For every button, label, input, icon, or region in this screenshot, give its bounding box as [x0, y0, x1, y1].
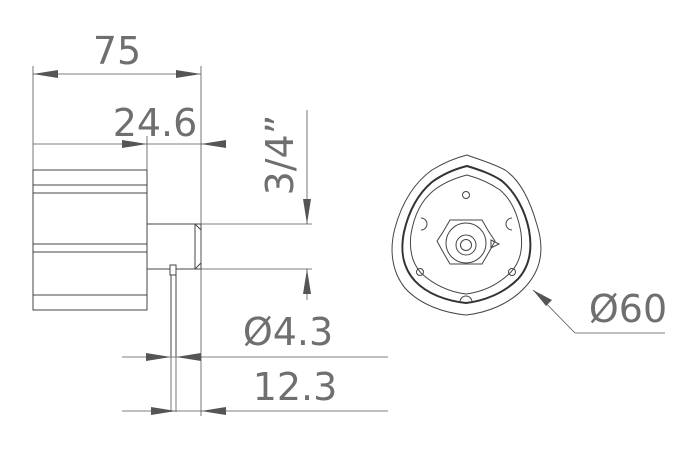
thread-size-label: 3/4” [258, 115, 302, 196]
threaded-stem [146, 223, 202, 270]
dim-body-length: 24.6 [33, 101, 226, 170]
body-length-label: 24.6 [113, 101, 198, 145]
pin-length-label: 12.3 [253, 365, 338, 409]
front-outer-shape [391, 154, 542, 316]
body-outline [32, 169, 148, 311]
mount-hole-right [508, 268, 516, 276]
central-hub [436, 219, 496, 265]
pin-collar [169, 264, 177, 276]
dim-thread-size: 3/4” [201, 110, 312, 300]
overall-length-label: 75 [93, 29, 141, 73]
mount-hole-top [462, 191, 470, 199]
side-view [32, 169, 202, 356]
face-diameter-label: Ø60 [589, 287, 667, 331]
front-face [409, 174, 523, 295]
dim-overall-length: 75 [32, 29, 202, 224]
front-inner-ring [401, 164, 532, 305]
dim-pin-diameter: Ø4.3 [122, 310, 388, 412]
mount-hole-left [416, 268, 424, 276]
center-bore-outer [455, 234, 477, 256]
dim-pin-length: 12.3 [122, 269, 388, 416]
front-view: Ø60 [391, 154, 667, 334]
center-bore-inner [460, 239, 472, 251]
pin-diameter-label: Ø4.3 [243, 310, 333, 354]
